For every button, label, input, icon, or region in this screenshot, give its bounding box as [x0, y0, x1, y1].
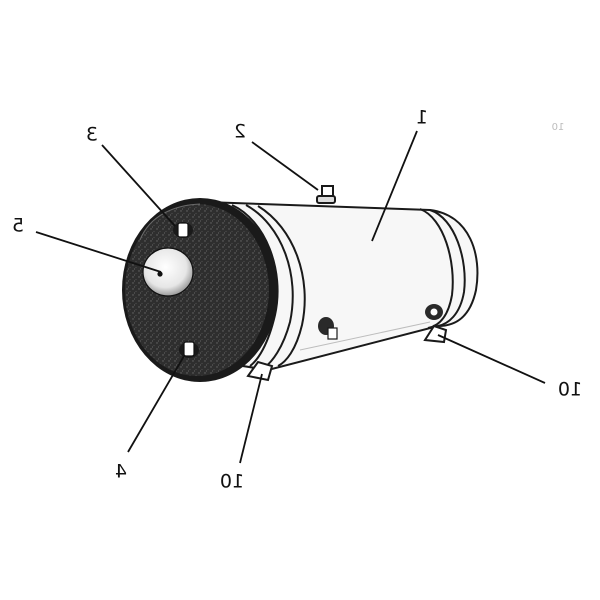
callout-labels: 1 2 3 4 5 10 10 10 [12, 107, 582, 493]
stray-mark: 10 [552, 122, 565, 133]
leader-line-2 [251, 141, 319, 191]
callout-3: 3 [86, 124, 98, 146]
callout-5: 5 [12, 215, 24, 237]
lower-fitting [179, 341, 199, 358]
support-foot-rear [423, 324, 448, 344]
side-fitting-far [425, 304, 443, 320]
side-fitting-near [318, 317, 338, 340]
central-boss [142, 247, 194, 297]
upper-fitting [173, 222, 193, 238]
callout-10-right: 10 [558, 379, 582, 401]
callout-2: 2 [234, 121, 246, 143]
leader-line-10-bottom [239, 373, 263, 464]
leader-line-10-right [437, 334, 546, 384]
leader-line-3 [101, 144, 176, 227]
leader-lines [35, 130, 546, 464]
callout-1: 1 [416, 107, 428, 129]
top-fitting [316, 185, 336, 204]
leader-line-4 [127, 355, 185, 453]
callout-10-bottom: 10 [220, 471, 244, 493]
callout-4: 4 [115, 461, 127, 483]
leader-line-5 [35, 231, 162, 273]
leader-line-1 [371, 130, 418, 242]
end-cap [122, 198, 278, 382]
